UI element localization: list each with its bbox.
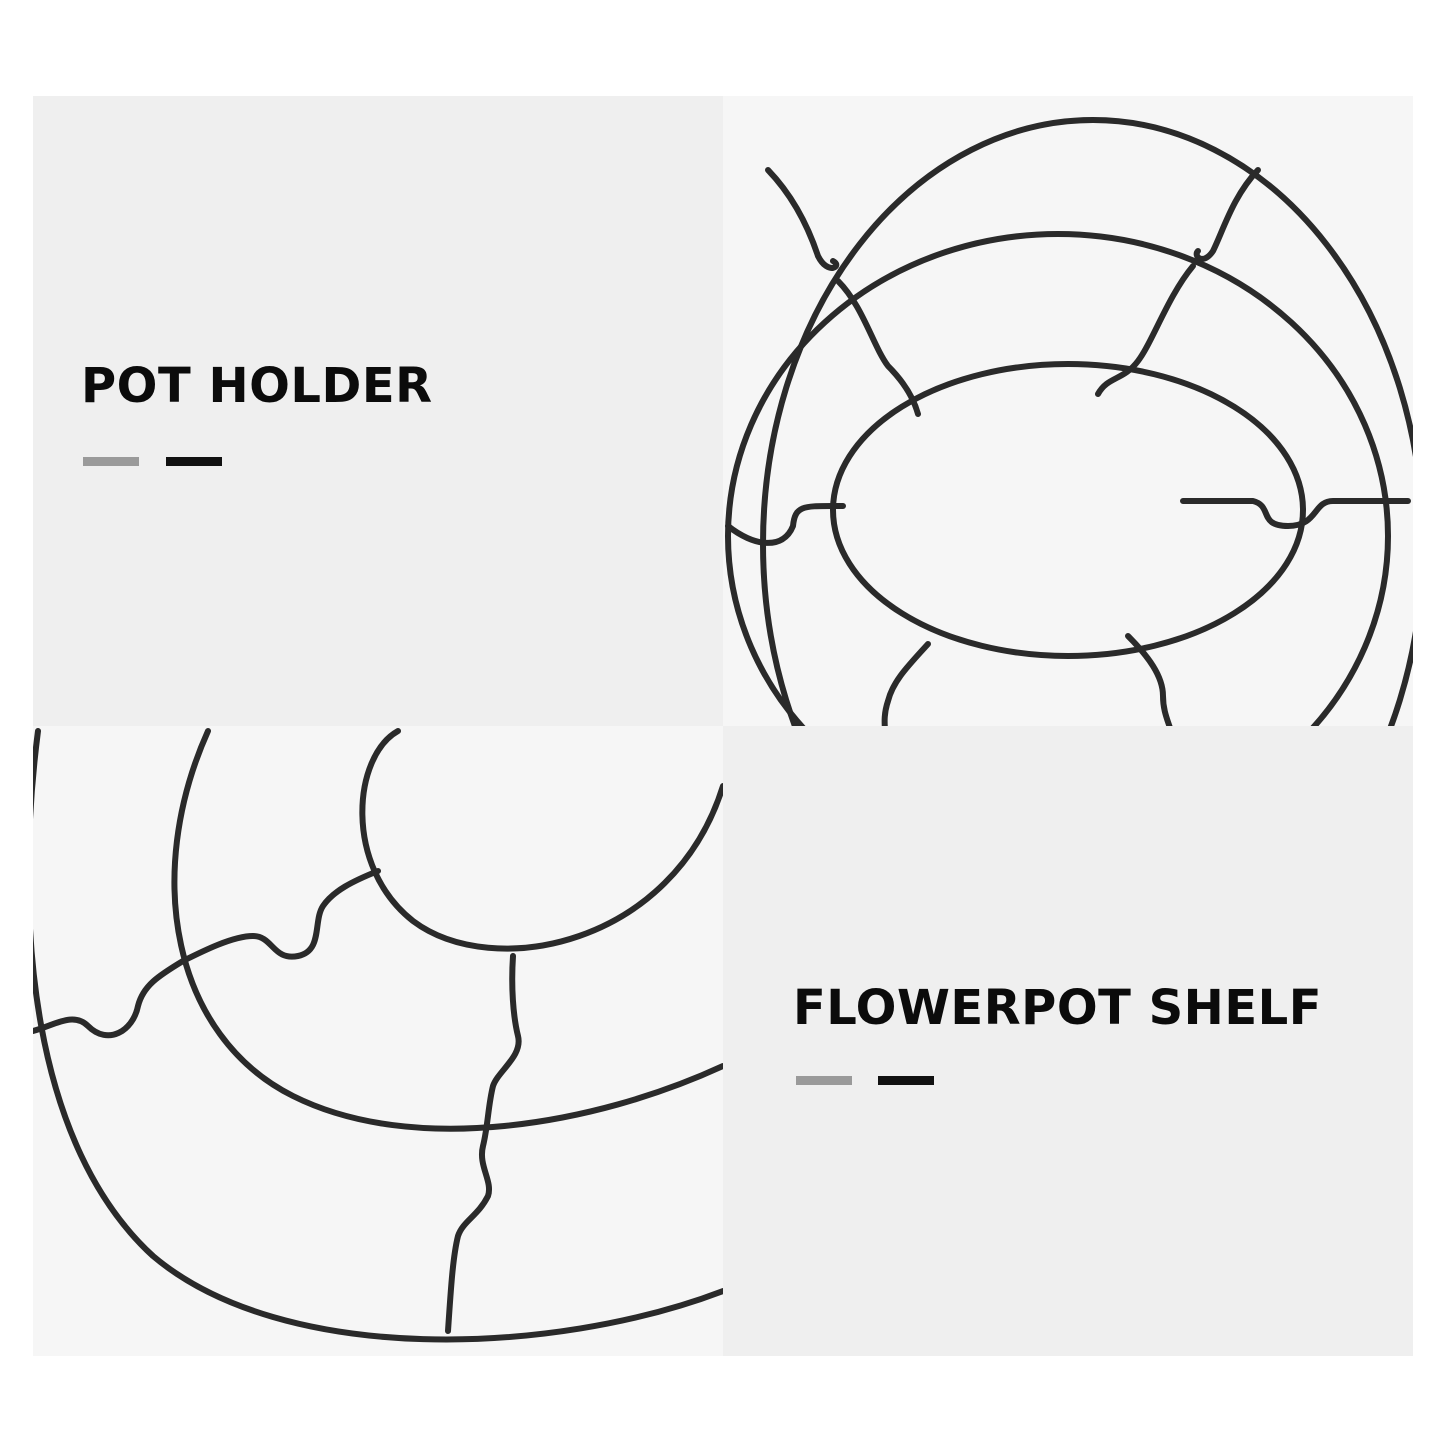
flowerpot-shelf-panel: FLOWERPOT SHELF <box>723 726 1413 1356</box>
spoke-mid-right <box>1095 263 1196 397</box>
wire-stand-closeup-photo <box>33 726 723 1356</box>
black-dash <box>878 1076 934 1085</box>
grey-dash <box>796 1076 852 1085</box>
flowerpot-shelf-title: FLOWERPOT SHELF <box>793 980 1323 1036</box>
wire-stand-closeup-illustration <box>33 728 723 1343</box>
grey-dash <box>83 457 139 466</box>
spoke-mid-left <box>835 278 921 417</box>
inner-ring-arc <box>359 728 723 952</box>
wire-stand-top-illustration <box>725 117 1413 726</box>
spoke-right <box>1180 498 1411 529</box>
spoke-left <box>725 503 846 546</box>
outer-ring-arc <box>33 728 723 1343</box>
middle-ring-arc <box>171 728 723 1132</box>
spoke-vertical-wavy <box>445 953 522 1334</box>
inner-ring <box>830 361 1306 659</box>
spoke-upper-right <box>1193 167 1261 262</box>
black-dash <box>166 457 222 466</box>
spoke-lower-right <box>1125 633 1173 726</box>
wire-stand-top-photo <box>723 96 1413 726</box>
outer-ring <box>760 117 1413 726</box>
pot-holder-title: POT HOLDER <box>81 358 433 414</box>
spoke-left-wavy <box>33 868 381 1039</box>
pot-holder-panel: POT HOLDER <box>33 96 723 726</box>
spoke-upper-left <box>765 167 840 271</box>
middle-ring <box>725 231 1391 726</box>
spoke-lower-left <box>881 641 931 726</box>
